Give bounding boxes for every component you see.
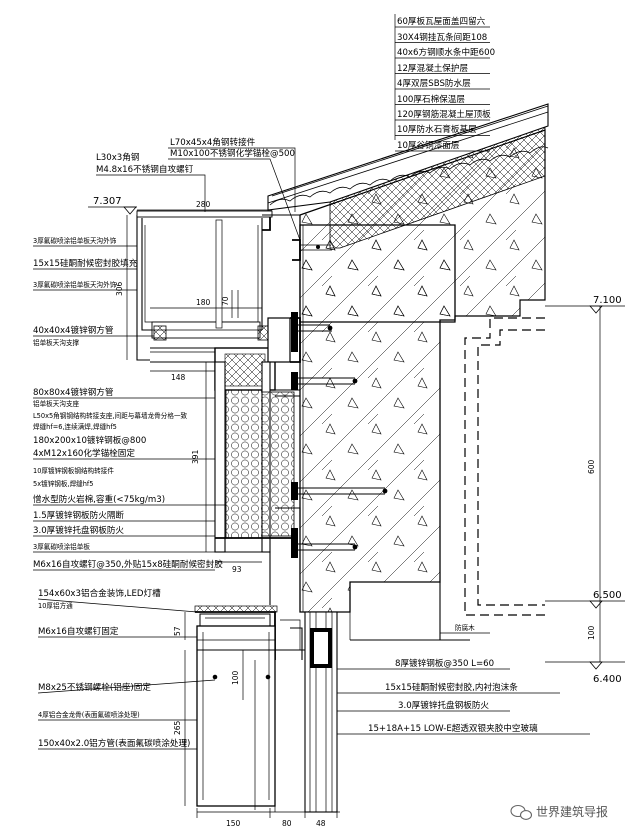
dimension-label: 57: [173, 626, 182, 636]
dimension-label: 100: [231, 670, 240, 685]
roof-layer-callout: 60厚板瓦屋面盖四留六 30X4钢挂瓦条间距108 40x6方钢顺水条中距600…: [394, 14, 495, 152]
concrete-wall: [299, 224, 470, 641]
right-label: 8厚镀锌钢板@350 L=60: [395, 657, 494, 669]
roof-layer-label: 12厚混凝土保护层: [397, 62, 468, 74]
left-label: 80x80x4镀锌钢方管: [33, 386, 114, 398]
dimension-label: 93: [232, 565, 242, 574]
elevation-label: 7.100: [593, 295, 622, 306]
roof-layer-label: 120厚钢筋混凝土屋顶板: [397, 108, 491, 120]
right-label: 15+18A+15 LOW-E超透双银夹胶中空玻璃: [368, 722, 538, 734]
watermark: 世界建筑导报: [510, 804, 608, 820]
dimension-label: 265: [173, 720, 182, 735]
roof-layer-label: 10厚谷铜漆面层: [397, 139, 460, 151]
left-label: 3.0厚镀锌托盘钢板防火: [33, 524, 124, 536]
left-label: 10厚镀锌钢板钢结构转接件: [33, 466, 114, 475]
left-label: 180x200x10镀锌钢板@800: [33, 434, 146, 446]
left-label: 焊缝hf=6,连续满焊,焊缝hf5: [33, 422, 117, 431]
left-label: 3厚氟碳喷涂铝单板天沟外饰: [33, 236, 117, 245]
left-label: M6x16自攻螺钉@350,外贴15x8硅酮耐候密封胶: [33, 558, 223, 570]
elevation-label: 7.307: [93, 196, 122, 207]
left-label: 150x40x2.0铝方管(表面氟碳喷涂处理): [38, 737, 190, 749]
left-label: 15x15硅酮耐候密封胶填充: [33, 257, 138, 269]
elevation-markers: 7.307 7.100 6.500 6.400: [88, 196, 625, 685]
roof-layer-label: 30X4钢挂瓦条间距108: [397, 31, 487, 43]
dimension-label: 391: [191, 449, 200, 464]
dimension-lines: 280 180 306 70 148 391 93 600 100 57 100…: [115, 200, 601, 828]
left-label: L50x5角钢钢结构转接支座,间距与幕墙龙骨分格一致: [33, 411, 188, 420]
elevation-label: 6.500: [593, 590, 622, 601]
left-label: 3厚氟碳喷涂铝单板天沟外饰: [33, 280, 117, 289]
left-label: 3厚氟碳喷涂铝单板: [33, 542, 90, 551]
watermark-text: 世界建筑导报: [536, 804, 608, 819]
dimension-label: 148: [171, 373, 186, 382]
left-label: 1.5厚镀锌钢板防火隔断: [33, 509, 124, 521]
steel-support: [214, 312, 388, 605]
dimension-label: 80: [282, 819, 292, 828]
left-label: M6x16自攻螺钉固定: [38, 625, 119, 637]
dimension-label: 180: [196, 298, 211, 307]
right-labels: 防腐木 8厚镀锌钢板@350 L=60 15x15硅酮耐候密封胶,内衬泡沫条 3…: [337, 623, 590, 735]
gutter: [136, 210, 332, 363]
right-label: 3.0厚镀锌托盘钢板防火: [398, 699, 489, 711]
roof-layer-label: 10厚防水石膏板基层: [397, 123, 477, 135]
dimension-label: 150: [226, 819, 241, 828]
dimension-label: 306: [115, 281, 124, 296]
left-label: 铝单板天沟支撑: [33, 338, 80, 347]
screw-label: M4.8x16不锈钢自攻螺钉: [96, 163, 194, 175]
dimension-label: 48: [316, 819, 326, 828]
angle-label: L30x3角钢: [96, 151, 139, 163]
left-label: 154x60x3铝合金装饰,LED灯槽: [38, 587, 161, 599]
left-label: 10厚铝方通: [38, 601, 73, 610]
roof-layer-label: 100厚石棉保温层: [397, 93, 465, 105]
elevation-label: 6.400: [593, 674, 622, 685]
right-label: 防腐木: [455, 623, 475, 632]
left-label: 4xM12x160化学锚栓固定: [33, 447, 135, 459]
left-label: 憎水型防火岩棉,容重(<75kg/m3): [33, 493, 165, 505]
left-label: 5x镀锌钢板,焊缝hf5: [33, 479, 93, 488]
anchor-label: M10x100不锈钢化学锚栓@500: [170, 147, 295, 159]
soffit-and-glazing: [194, 605, 460, 813]
dimension-label: 280: [196, 200, 211, 209]
roof-layer-label: 60厚板瓦屋面盖四留六: [397, 15, 486, 27]
left-label: 4厚铝合金龙骨(表面氟碳喷涂处理): [38, 710, 140, 719]
wechat-icon: [510, 804, 533, 820]
dimension-label: 70: [221, 296, 230, 306]
top-labels: L70x45x4角钢转接件 M10x100不锈钢化学锚栓@500 L30x3角钢…: [96, 136, 301, 241]
dimension-label: 600: [587, 459, 596, 474]
left-label: 40x40x4镀锌钢方管: [33, 324, 114, 336]
roof-layer-label: 4厚双层SBS防水层: [397, 77, 471, 89]
roof-layer-label: 40x6方钢顺水条中距600: [397, 46, 495, 58]
left-labels: 3厚氟碳喷涂铝单板天沟外饰 15x15硅酮耐候密封胶填充 3厚氟碳喷涂铝单板天沟…: [33, 236, 226, 750]
dimension-label: 100: [587, 625, 596, 640]
left-label: 铝单板天沟支座: [33, 399, 80, 408]
connector-label: L70x45x4角钢转接件: [170, 136, 256, 148]
left-label: M8x25不锈钢螺栓(铝座)固定: [38, 681, 151, 693]
right-label: 15x15硅酮耐候密封胶,内衬泡沫条: [385, 681, 518, 693]
